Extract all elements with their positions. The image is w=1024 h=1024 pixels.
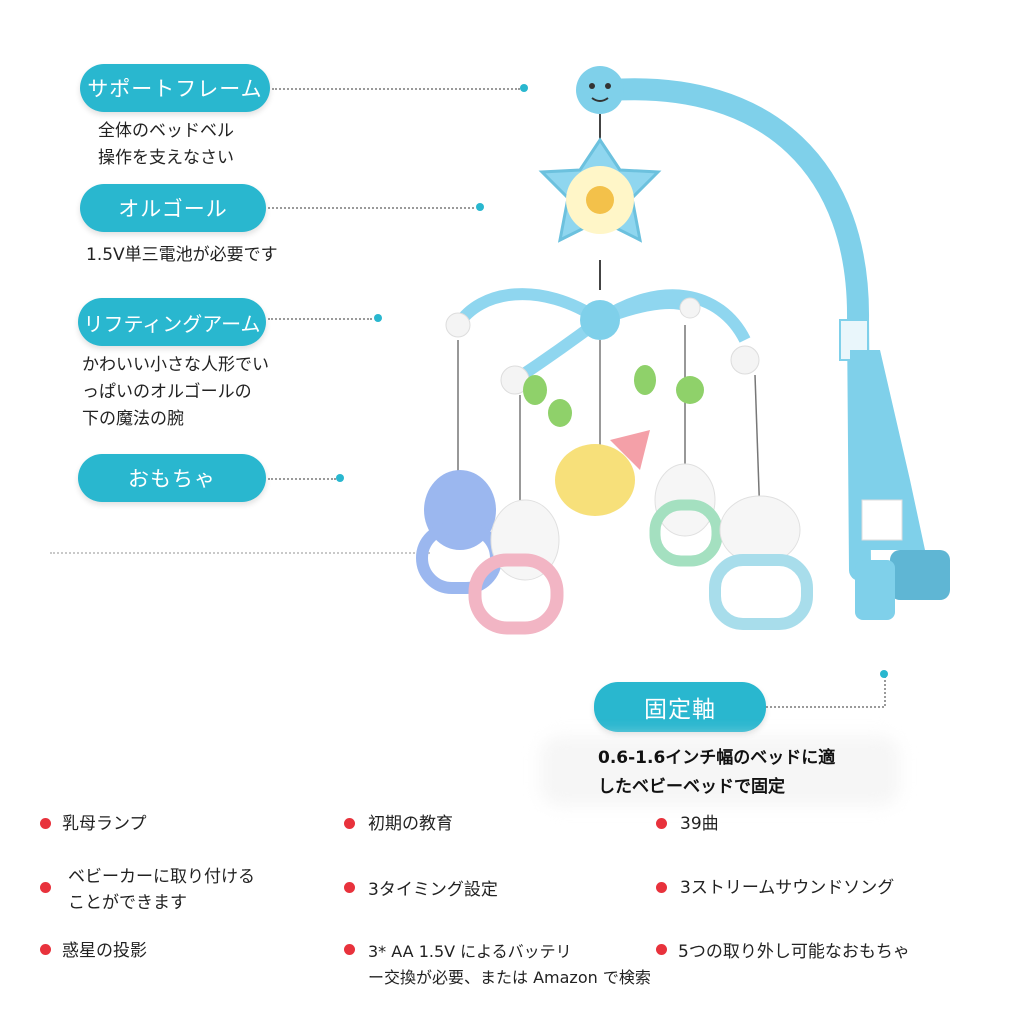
feature-line: ことができます: [68, 893, 187, 913]
callout-toys: おもちゃ: [78, 454, 266, 502]
leader-tip: [880, 670, 888, 678]
leader-line: [272, 88, 520, 90]
callout-music-box: オルゴール: [80, 184, 266, 232]
callout-description: 全体のベッドベル 操作を支えなさい: [98, 118, 234, 172]
feature-line: 初期の教育: [368, 814, 453, 834]
feature-item: 3ストリームサウンドソング: [680, 875, 894, 901]
feature-line: 39曲: [680, 814, 719, 834]
leader-line: [268, 207, 474, 209]
callout-label: おもちゃ: [128, 467, 216, 491]
bullet-dot: [40, 818, 51, 829]
leader-tip: [374, 314, 382, 322]
bullet-dot: [344, 944, 355, 955]
callout-label: リフティングアーム: [83, 311, 261, 336]
feature-item: 3* AA 1.5V によるバッテリ ー交換が必要、または Amazon で検索: [368, 939, 651, 991]
feature-line: 5つの取り外し可能なおもちゃ: [678, 942, 910, 962]
feature-item: 39曲: [680, 811, 719, 837]
callout-lifting-arm: リフティングアーム: [78, 298, 266, 346]
leader-line: [766, 706, 884, 708]
callout-description: かわいい小さな人形でい っぱいのオルゴールの 下の魔法の腕: [82, 352, 304, 433]
leader-line: [268, 478, 336, 480]
feature-line: 3ストリームサウンドソング: [680, 878, 895, 898]
bullet-dot: [656, 882, 667, 893]
feature-line: 3* AA 1.5V によるバッテリ: [368, 942, 572, 961]
desc-line: したベビーベッドで固定: [598, 777, 785, 797]
bullet-dot: [656, 944, 667, 955]
callout-label: サポートフレーム: [87, 77, 263, 101]
leader-tip: [476, 203, 484, 211]
leader-line-vertical: [884, 676, 886, 706]
dotted-separator: [50, 552, 430, 554]
feature-item: 初期の教育: [368, 811, 453, 837]
bullet-dot: [656, 818, 667, 829]
feature-line: 乳母ランプ: [62, 814, 147, 834]
callout-label: オルゴール: [118, 197, 228, 221]
leader-line: [268, 318, 372, 320]
feature-line: ベビーカーに取り付ける: [68, 867, 255, 887]
bullet-dot: [40, 944, 51, 955]
leader-tip: [520, 84, 528, 92]
feature-line: 惑星の投影: [62, 941, 147, 961]
desc-line: 下の魔法の腕: [82, 409, 184, 429]
desc-line: っぱいのオルゴールの: [82, 382, 252, 402]
desc-line: 全体のベッドベル: [98, 121, 234, 141]
callout-fixed-shaft: 固定軸: [594, 682, 766, 732]
desc-line: かわいい小さな人形でい: [82, 355, 269, 375]
feature-item: 惑星の投影: [62, 938, 147, 964]
callout-description: 1.5V単三電池が必要です: [86, 242, 300, 269]
callout-support-frame: サポートフレーム: [80, 64, 270, 112]
feature-item: 3タイミング設定: [368, 877, 498, 903]
fixed-shaft-description: 0.6-1.6インチ幅のベッドに適 したベビーベッドで固定: [598, 744, 835, 802]
feature-line: 3タイミング設定: [368, 880, 498, 900]
desc-line: 操作を支えなさい: [98, 148, 234, 168]
bullet-dot: [344, 818, 355, 829]
bullet-dot: [344, 882, 355, 893]
feature-item: 乳母ランプ: [62, 811, 147, 837]
feature-item: 5つの取り外し可能なおもちゃ: [678, 939, 910, 965]
description-backdrop: [540, 736, 900, 806]
feature-line: ー交換が必要、または Amazon で検索: [368, 968, 651, 987]
desc-line: 1.5V単三電池が必要です: [86, 245, 278, 265]
desc-line: 0.6-1.6インチ幅のベッドに適: [598, 748, 836, 768]
feature-item: ベビーカーに取り付ける ことができます: [68, 864, 255, 916]
leader-tip: [336, 474, 344, 482]
crib-mobile-image: [416, 66, 950, 635]
bullet-dot: [40, 882, 51, 893]
callout-label: 固定軸: [644, 697, 716, 723]
